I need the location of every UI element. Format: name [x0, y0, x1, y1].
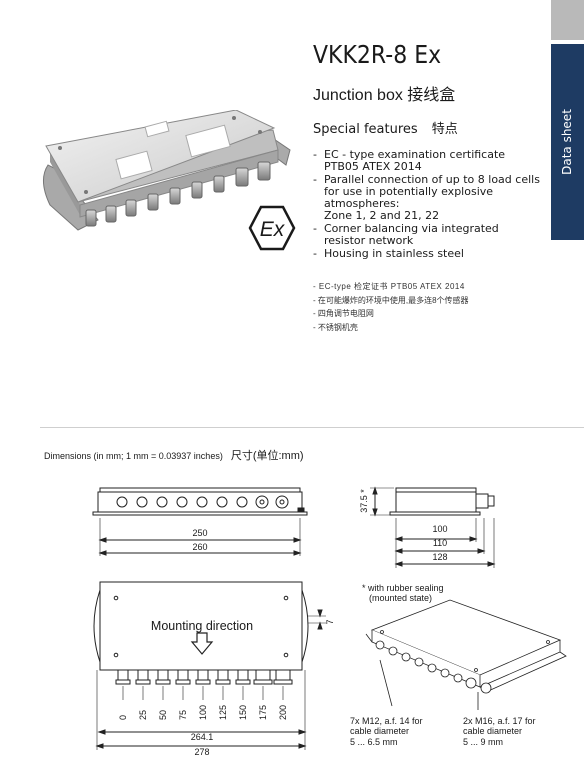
- top-width-1: 264.1: [191, 732, 214, 742]
- position-label: 200: [278, 705, 288, 720]
- svg-text:Ex: Ex: [260, 218, 286, 241]
- position-label: 100: [198, 705, 208, 720]
- gland-m12-3: 5 ... 6.5 mm: [350, 737, 398, 747]
- position-label: 150: [238, 705, 248, 720]
- gland-m12-1: 7x M12, a.f. 14 for: [350, 716, 423, 726]
- feature-item-continuation: Zone 1, 2 and 21, 22: [324, 209, 440, 222]
- features-list: EC - type examination certificate PTB05 …: [313, 149, 543, 261]
- page-title: VKK2R-8 Ex: [313, 40, 442, 69]
- side-height: 37.5 *: [359, 489, 369, 513]
- side-depth-2: 110: [433, 538, 447, 548]
- gland-m16-3: 5 ... 9 mm: [463, 737, 503, 747]
- position-label: 25: [138, 710, 148, 720]
- side-tab-grey: [551, 0, 584, 40]
- dimensions-heading: Dimensions (in mm; 1 mm = 0.03937 inches…: [44, 450, 304, 462]
- side-tab: Data sheet: [551, 44, 584, 240]
- side-view: [370, 486, 496, 568]
- position-label: 50: [158, 710, 168, 720]
- position-label: 175: [258, 705, 268, 720]
- isometric-view: [365, 599, 567, 710]
- position-label: 75: [178, 710, 188, 720]
- position-label: 125: [218, 705, 228, 720]
- feature-item-cn: - 在可能爆炸的环境中使用,最多连8个传感器: [313, 295, 469, 305]
- mounting-direction-label: Mounting direction: [151, 619, 253, 633]
- side-depth-1: 100: [432, 524, 447, 534]
- feature-item-cn: - EC-type 检定证书 PTB05 ATEX 2014: [313, 282, 465, 291]
- gland-m16-2: cable diameter: [463, 726, 522, 736]
- front-width-1: 250: [192, 528, 207, 538]
- feature-item: EC - type examination certificate PTB05 …: [313, 149, 543, 173]
- feature-item: Housing in stainless steel: [313, 248, 543, 261]
- ex-logo: Ex: [248, 205, 296, 251]
- top-offset: 7: [325, 619, 335, 624]
- rubber-note-2: (mounted state): [369, 593, 432, 603]
- side-tab-label: Data sheet: [560, 109, 574, 175]
- feature-item-cn: - 不锈钢机壳: [313, 322, 358, 332]
- front-width-2: 260: [192, 542, 207, 552]
- side-depth-3: 128: [432, 552, 447, 562]
- position-label: 0: [118, 715, 128, 720]
- divider: [40, 427, 584, 428]
- features-list-cn: - EC-type 检定证书 PTB05 ATEX 2014 - 在可能爆炸的环…: [313, 280, 469, 334]
- product-photo: [43, 110, 291, 231]
- rubber-note-1: * with rubber sealing: [362, 583, 444, 593]
- dimension-drawings: 250 260 37.5 * 100 110 128 Mounting dire…: [92, 486, 567, 757]
- feature-item-cn: - 四角调节电阻网: [313, 309, 374, 318]
- top-width-2: 278: [194, 747, 209, 757]
- feature-item: Corner balancing via integrated resistor…: [313, 223, 543, 247]
- top-view: [93, 581, 326, 750]
- feature-item: Parallel connection of up to 8 load cell…: [313, 174, 543, 210]
- gland-m12-2: cable diameter: [350, 726, 409, 736]
- page-subtitle: Junction box 接线盒: [313, 87, 456, 104]
- gland-m16-1: 2x M16, a.f. 17 for: [463, 716, 536, 726]
- front-view: [92, 487, 308, 556]
